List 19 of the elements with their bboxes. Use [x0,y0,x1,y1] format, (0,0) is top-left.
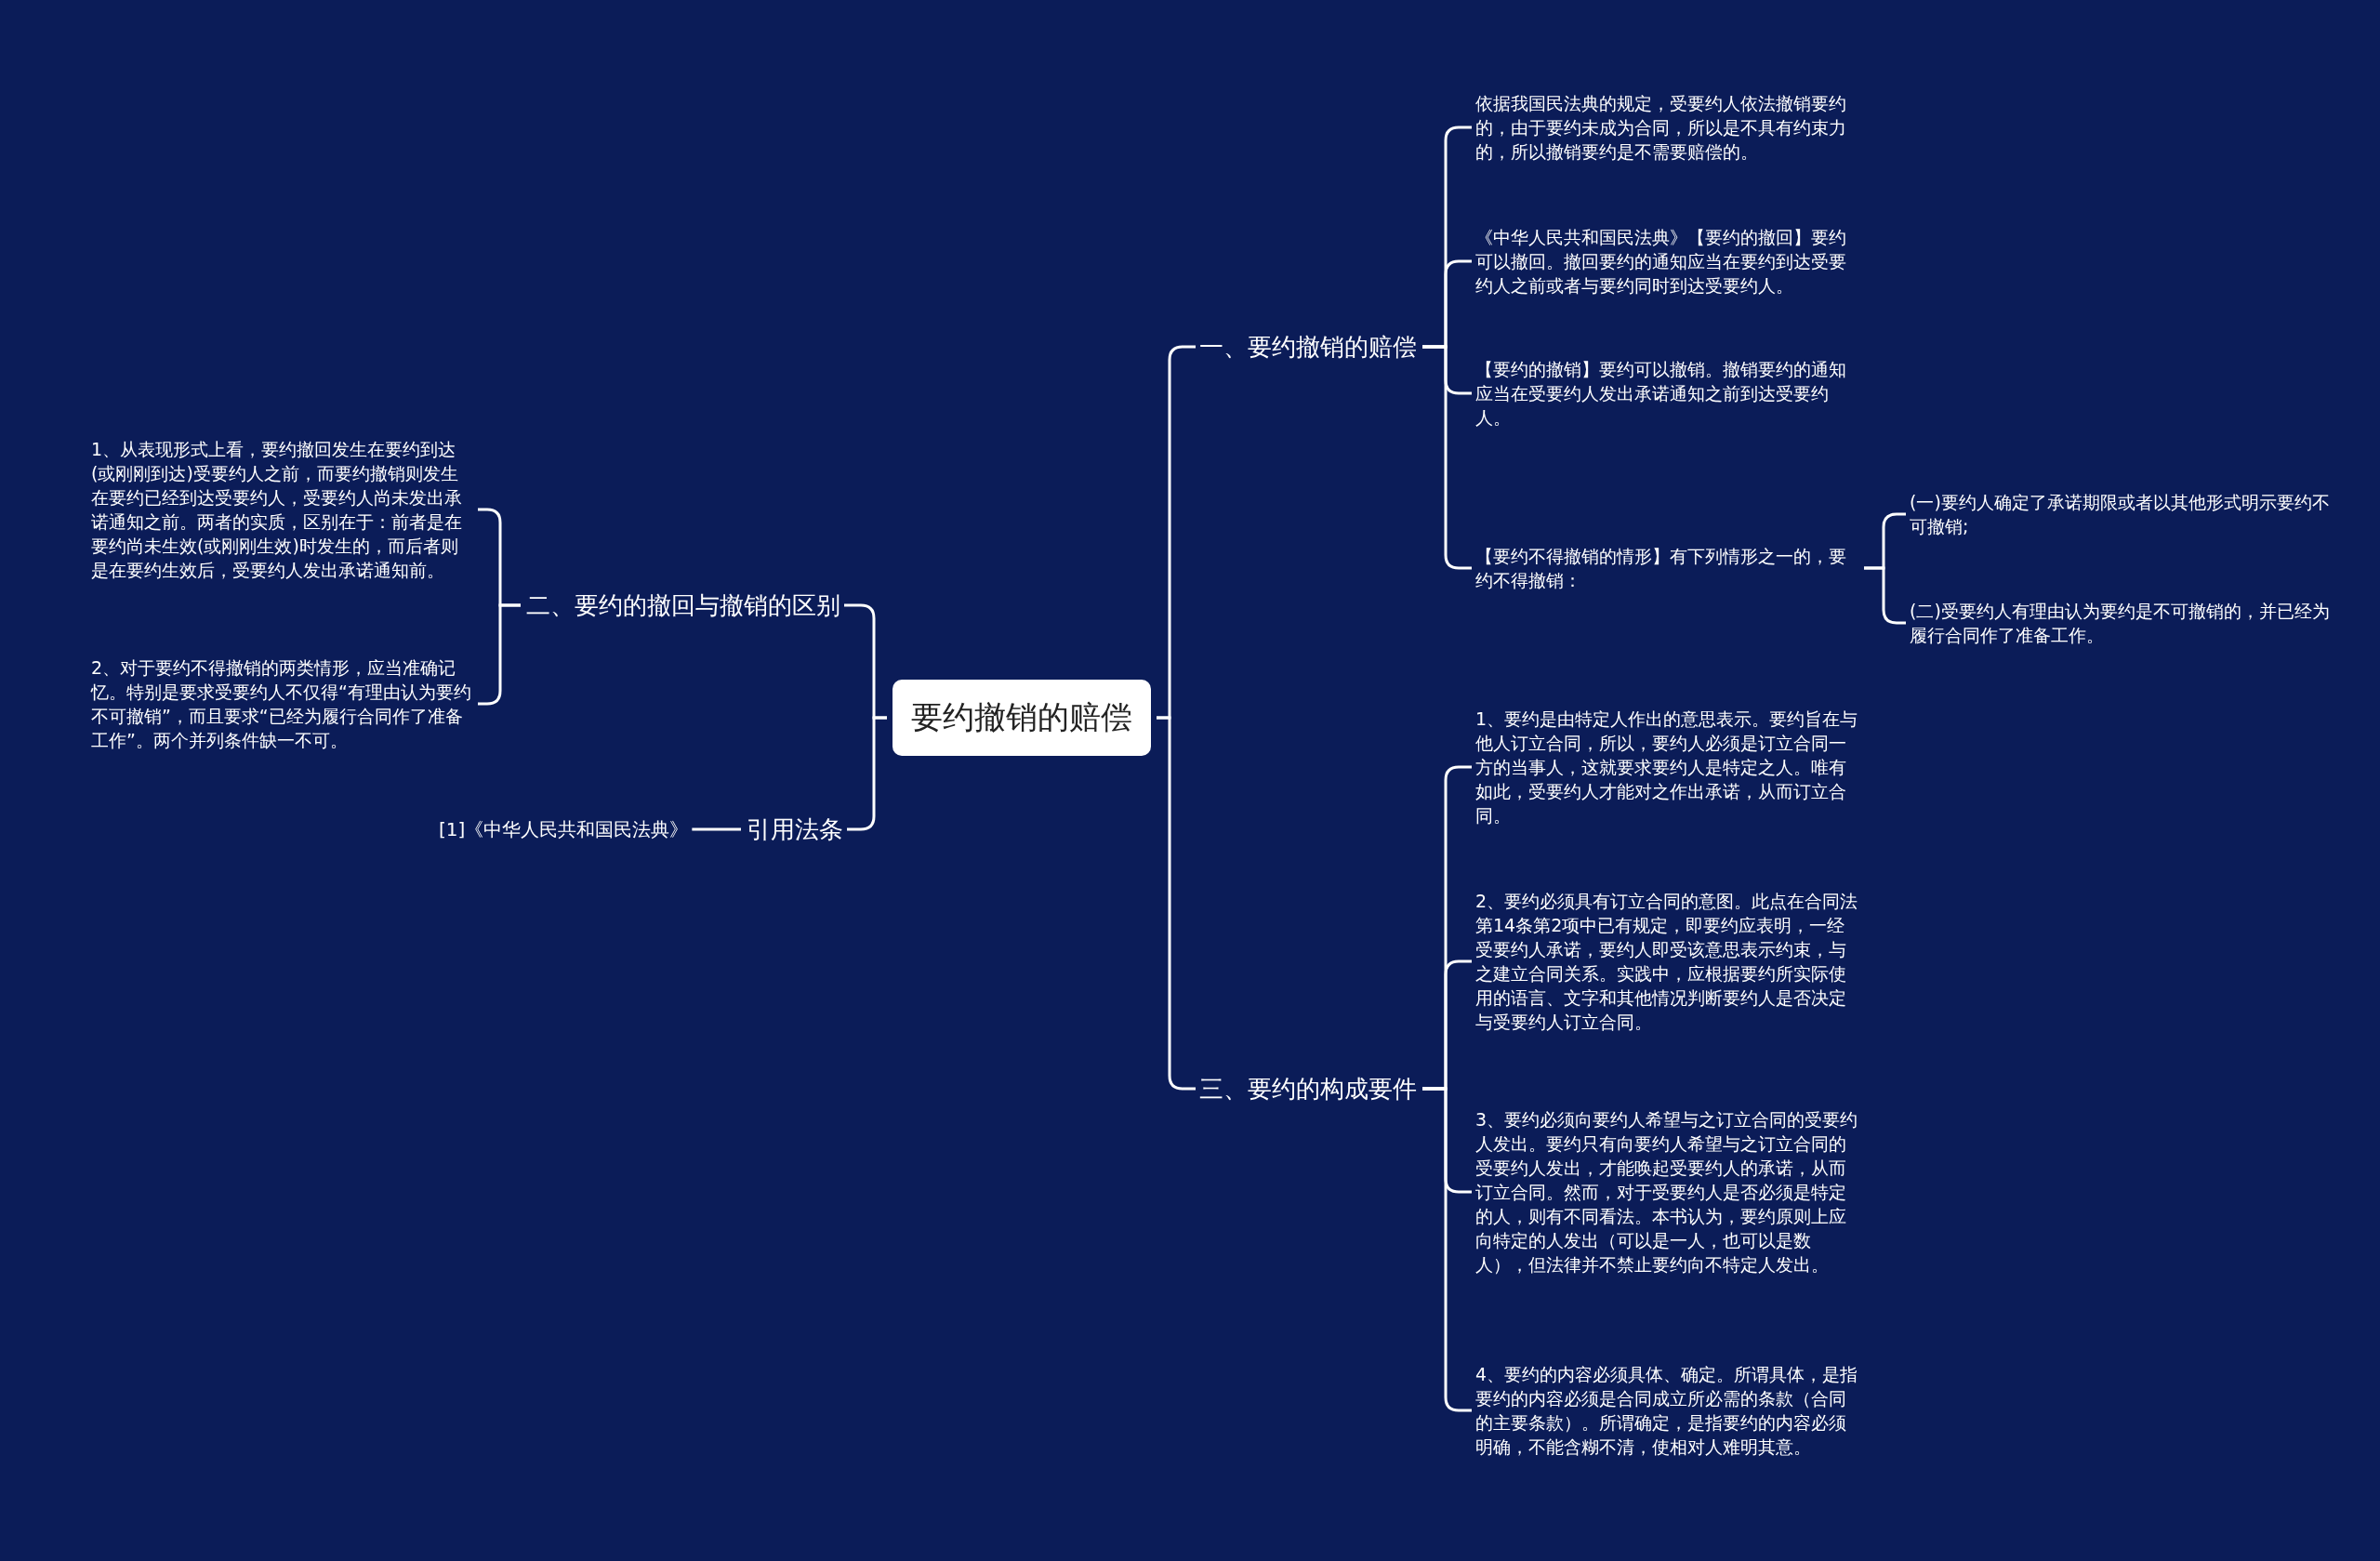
reference-text: [1]《中华人民共和国民法典》 [439,816,689,842]
note-text: 依据我国民法典的规定，受要约人依法撤销要约的，由于要约未成为合同，所以是不具有约束力的，所以撤销要约是不需要赔偿的。 [1475,91,1858,164]
note-text: 【要约不得撤销的情形】有下列情形之一的，要约不得撤销： [1475,544,1858,592]
note-text: 1、从表现形式上看，要约撤回发生在要约到达(或刚刚到达)受要约人之前，而要约撤销则发生在要约已经到达受要约人，受要约人尚未发出承诺通知之前。两者的实质，区别在于：前者是在要约尚未生效(或刚刚生效)时发生的，而后者则是在要约生效后，受要约人发出承诺通知前。 [91,437,474,582]
root-topic-box: 要约撤销的赔偿 [892,680,1151,756]
branch-topic: 二、要约的撤回与撤销的区别 [526,589,840,622]
note-text: 4、要约的内容必须具体、确定。所谓具体，是指要约的内容必须是合同成立所必需的条款（合同的主要条款）。所谓确定，是指要约的内容必须明确，不能含糊不清，使相对人难明其意。 [1475,1362,1858,1459]
branch-topic: 一、要约撤销的赔偿 [1199,330,1417,364]
note-text: 《中华人民共和国民法典》【要约的撤回】要约可以撤回。撤回要约的通知应当在要约到达受要约人之前或者与要约同时到达受要约人。 [1475,225,1858,298]
connector-line [692,827,741,831]
note-text: 3、要约必须向要约人希望与之订立合同的受要约人发出。要约只有向要约人希望与之订立合同的受要约人发出，才能唤起受要约人的承诺，从而订立合同。然而，对于受要约人是否必须是特定的人，则有不同看法。本书认为，要约原则上应向特定的人发出（可以是一人，也可以是数人），但法律并不禁止要约向不特定人发出。 [1475,1107,1858,1277]
note-text: (二)受要约人有理由认为要约是不可撤销的，并已经为履行合同作了准备工作。 [1910,599,2330,647]
note-text: 2、对于要约不得撤销的两类情形，应当准确记忆。特别是要求受要约人不仅得“有理由认为要约不可撤销”，而且要求“已经为履行合同作了准备工作”。两个并列条件缺一不可。 [91,655,474,752]
branch-topic: 三、要约的构成要件 [1199,1072,1417,1105]
branch-topic: 引用法条 [747,813,843,846]
note-text: 1、要约是由特定人作出的意思表示。要约旨在与他人订立合同，所以，要约人必须是订立合同一方的当事人，这就要求要约人是特定之人。唯有如此，受要约人才能对之作出承诺，从而订立合同。 [1475,707,1858,827]
note-text: 2、要约必须具有订立合同的意图。此点在合同法第14条第2项中已有规定，即要约应表明，一经受要约人承诺，要约人即受该意思表示约束，与之建立合同关系。实践中，应根据要约所实际使用的语言、文字和其他情况判断要约人是否决定与受要约人订立合同。 [1475,889,1858,1034]
note-text: (一)要约人确定了承诺期限或者以其他形式明示要约不可撤销; [1910,490,2330,538]
note-text: 【要约的撤销】要约可以撤销。撤销要约的通知应当在受要约人发出承诺通知之前到达受要约人。 [1475,357,1858,430]
